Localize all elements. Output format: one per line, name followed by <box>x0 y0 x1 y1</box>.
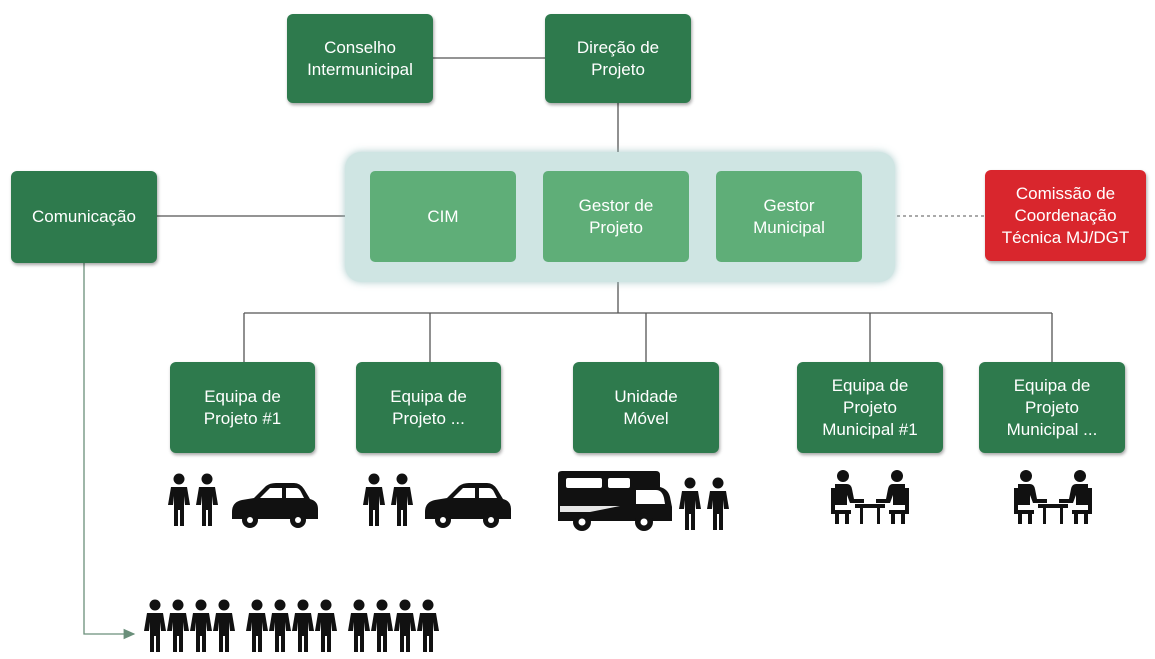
arrow-comunicacao-audience <box>83 263 136 640</box>
crowd-icon <box>144 599 439 652</box>
people-pair-icon <box>168 473 218 526</box>
meeting-table-icon <box>831 470 909 524</box>
team-box-municipal-1: Equipa de Projeto Municipal #1 <box>797 362 943 453</box>
cim-box: CIM <box>370 171 516 262</box>
meeting-table-icon <box>1014 470 1092 524</box>
team-box-unidade-movel: Unidade Móvel <box>573 362 719 453</box>
comissao-coordenacao-box: Comissão de Coordenação Técnica MJ/DGT <box>985 170 1146 261</box>
car-icon <box>425 483 511 528</box>
car-icon <box>232 483 318 528</box>
gestor-municipal-box: Gestor Municipal <box>716 171 862 262</box>
camper-van-icon <box>558 471 672 531</box>
team-box-projeto-etc: Equipa de Projeto ... <box>356 362 501 453</box>
conselho-intermunicipal-box: Conselho Intermunicipal <box>287 14 433 103</box>
gestor-projeto-box: Gestor de Projeto <box>543 171 689 262</box>
people-pair-icon <box>679 477 729 530</box>
team-box-municipal-etc: Equipa de Projeto Municipal ... <box>979 362 1125 453</box>
comunicacao-box: Comunicação <box>11 171 157 263</box>
team-box-projeto-1: Equipa de Projeto #1 <box>170 362 315 453</box>
people-pair-icon <box>363 473 413 526</box>
direcao-projeto-box: Direção de Projeto <box>545 14 691 103</box>
